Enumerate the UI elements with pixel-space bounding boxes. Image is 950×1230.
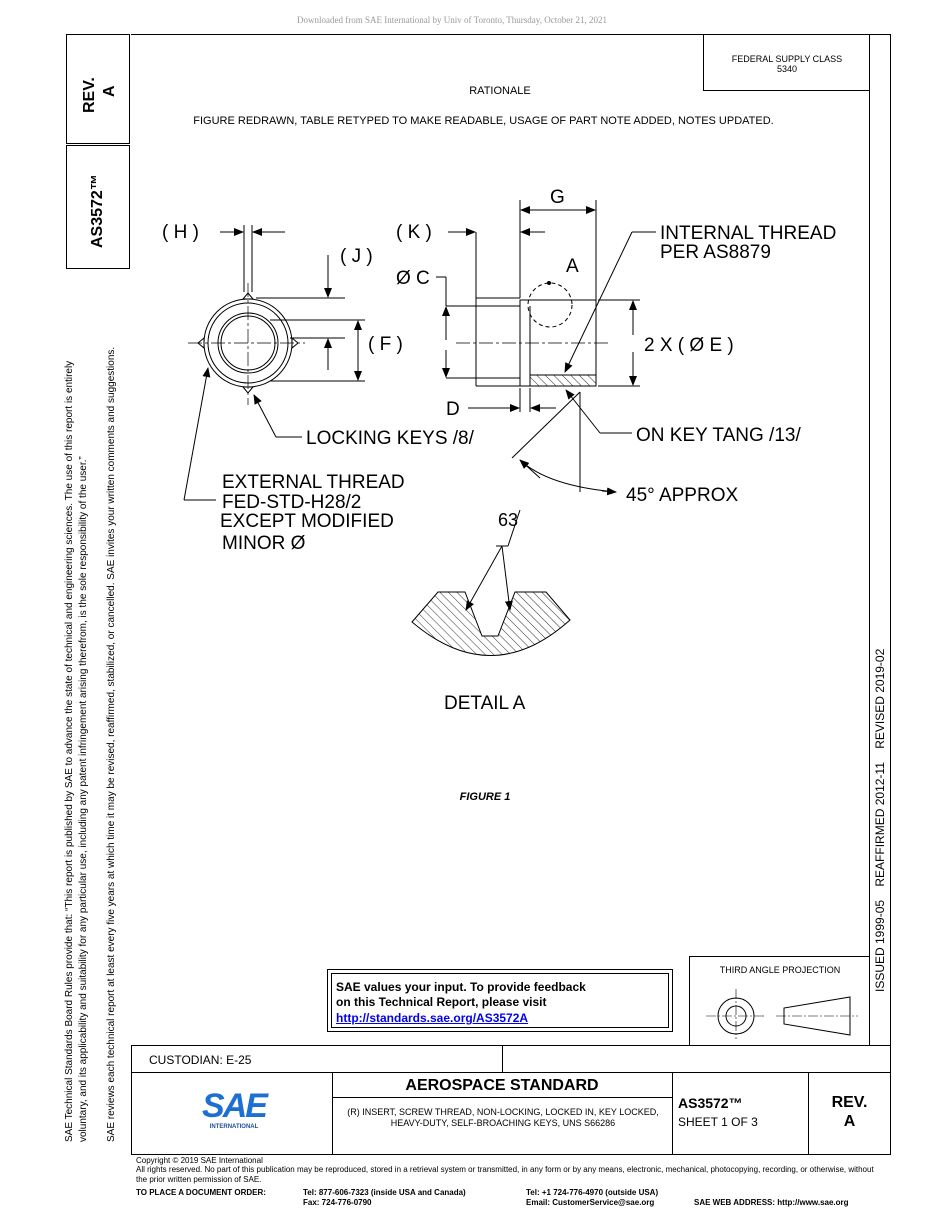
label-a: A bbox=[566, 256, 579, 277]
feedback-link[interactable]: http://standards.sae.org/AS3572A bbox=[336, 1011, 529, 1025]
label-e: 2 X ( Ø E ) bbox=[644, 335, 734, 356]
label-c: Ø C bbox=[396, 268, 430, 289]
rationale-text: FIGURE REDRAWN, TABLE RETYPED TO MAKE RE… bbox=[193, 115, 774, 127]
locking-keys-leader bbox=[253, 394, 302, 438]
label-j: ( J ) bbox=[340, 246, 373, 267]
rationale-heading: RATIONALE bbox=[469, 85, 531, 97]
label-ext-thread-4: MINOR Ø bbox=[222, 533, 306, 554]
label-ext-thread-2: FED-STD-H28/2 bbox=[222, 492, 361, 513]
footer-order-label: TO PLACE A DOCUMENT ORDER: bbox=[136, 1188, 266, 1197]
feedback-line2: on this Technical Report, please visit bbox=[336, 995, 547, 1009]
sae-logo: SAE INTERNATIONAL bbox=[196, 1088, 272, 1130]
footer-tel-outside: Tel: +1 724-776-4970 (outside USA) bbox=[526, 1188, 659, 1197]
footer-rights: All rights reserved. No part of this pub… bbox=[136, 1165, 874, 1184]
drawing-frame bbox=[131, 34, 891, 1046]
footer-copyright: Copyright © 2019 SAE International bbox=[136, 1156, 263, 1165]
federal-supply-line2: 5340 bbox=[776, 64, 798, 74]
label-locking-keys: LOCKING KEYS /8/ bbox=[306, 428, 475, 449]
doc-number-box: AS3572™ bbox=[66, 145, 130, 269]
title-doc-number: AS3572™ bbox=[678, 1095, 743, 1111]
footer-email: Email: CustomerService@sae.org bbox=[526, 1198, 655, 1207]
dim-f bbox=[270, 319, 365, 382]
insert-side-view bbox=[456, 200, 610, 387]
insert-end-view bbox=[188, 283, 305, 405]
projection-box: THIRD ANGLE PROJECTION bbox=[689, 956, 870, 1046]
external-thread-leader bbox=[183, 367, 216, 501]
custodian-row: CUSTODIAN: E-25 bbox=[131, 1046, 891, 1073]
on-key-tang-leader bbox=[565, 389, 632, 434]
detail-a-point bbox=[547, 281, 551, 285]
label-on-key-tang: ON KEY TANG /13/ bbox=[636, 425, 801, 446]
sae-logo-text: SAE bbox=[202, 1087, 268, 1125]
footer-web: SAE WEB ADDRESS: http://www.sae.org bbox=[694, 1198, 849, 1207]
federal-supply-line1: FEDERAL SUPPLY CLASS bbox=[731, 54, 843, 64]
dim-e bbox=[598, 299, 640, 387]
projection-title: THIRD ANGLE PROJECTION bbox=[719, 965, 841, 975]
federal-supply-box: FEDERAL SUPPLY CLASS 5340 bbox=[703, 34, 870, 91]
title-block bbox=[131, 1046, 891, 1155]
label-internal-thread-1: INTERNAL THREAD bbox=[660, 223, 836, 244]
footer-fax: Fax: 724-776-0790 bbox=[303, 1198, 372, 1207]
detail-a-view bbox=[411, 509, 571, 656]
internal-thread-leader bbox=[564, 231, 656, 373]
figure-caption: FIGURE 1 bbox=[459, 791, 511, 803]
title-rev-label: REV. bbox=[831, 1094, 868, 1111]
feedback-line1: SAE values your input. To provide feedba… bbox=[336, 980, 586, 994]
projection-symbol bbox=[706, 989, 858, 1039]
feedback-box: SAE values your input. To provide feedba… bbox=[327, 969, 673, 1032]
label-finish-63: 63 bbox=[498, 510, 518, 530]
label-ext-thread-1: EXTERNAL THREAD bbox=[222, 472, 405, 493]
label-h: ( H ) bbox=[162, 222, 199, 243]
sheet-number: SHEET 1 OF 3 bbox=[678, 1115, 758, 1129]
download-notice: Downloaded from SAE International by Uni… bbox=[297, 15, 607, 25]
custodian: CUSTODIAN: E-25 bbox=[149, 1053, 252, 1067]
dim-h bbox=[220, 225, 285, 292]
figure-1-drawing: ( H ) ( J ) ( F ) G A bbox=[162, 187, 836, 714]
angle-dim bbox=[511, 391, 617, 496]
dates-strip bbox=[869, 34, 891, 1046]
rev-box: REV. A bbox=[66, 34, 130, 144]
label-f: ( F ) bbox=[368, 334, 403, 355]
dim-j bbox=[256, 255, 345, 370]
sae-logo-sub: INTERNATIONAL bbox=[209, 1124, 259, 1130]
label-k: ( K ) bbox=[396, 222, 432, 243]
footer-tel-usa: Tel: 877-606-7323 (inside USA and Canada… bbox=[303, 1188, 466, 1197]
dim-d bbox=[468, 388, 556, 412]
title-rev-value: A bbox=[843, 1113, 856, 1130]
dim-c bbox=[436, 276, 476, 379]
standard-type: AEROSPACE STANDARD bbox=[405, 1077, 599, 1094]
label-d: D bbox=[446, 399, 460, 420]
label-ext-thread-3: EXCEPT MODIFIED bbox=[220, 511, 394, 532]
label-45-approx: 45° APPROX bbox=[626, 485, 738, 506]
label-g: G bbox=[550, 187, 565, 208]
label-detail-a: DETAIL A bbox=[444, 693, 526, 714]
standard-description: (R) INSERT, SCREW THREAD, NON-LOCKING, L… bbox=[347, 1107, 659, 1128]
label-internal-thread-2: PER AS8879 bbox=[660, 242, 771, 263]
